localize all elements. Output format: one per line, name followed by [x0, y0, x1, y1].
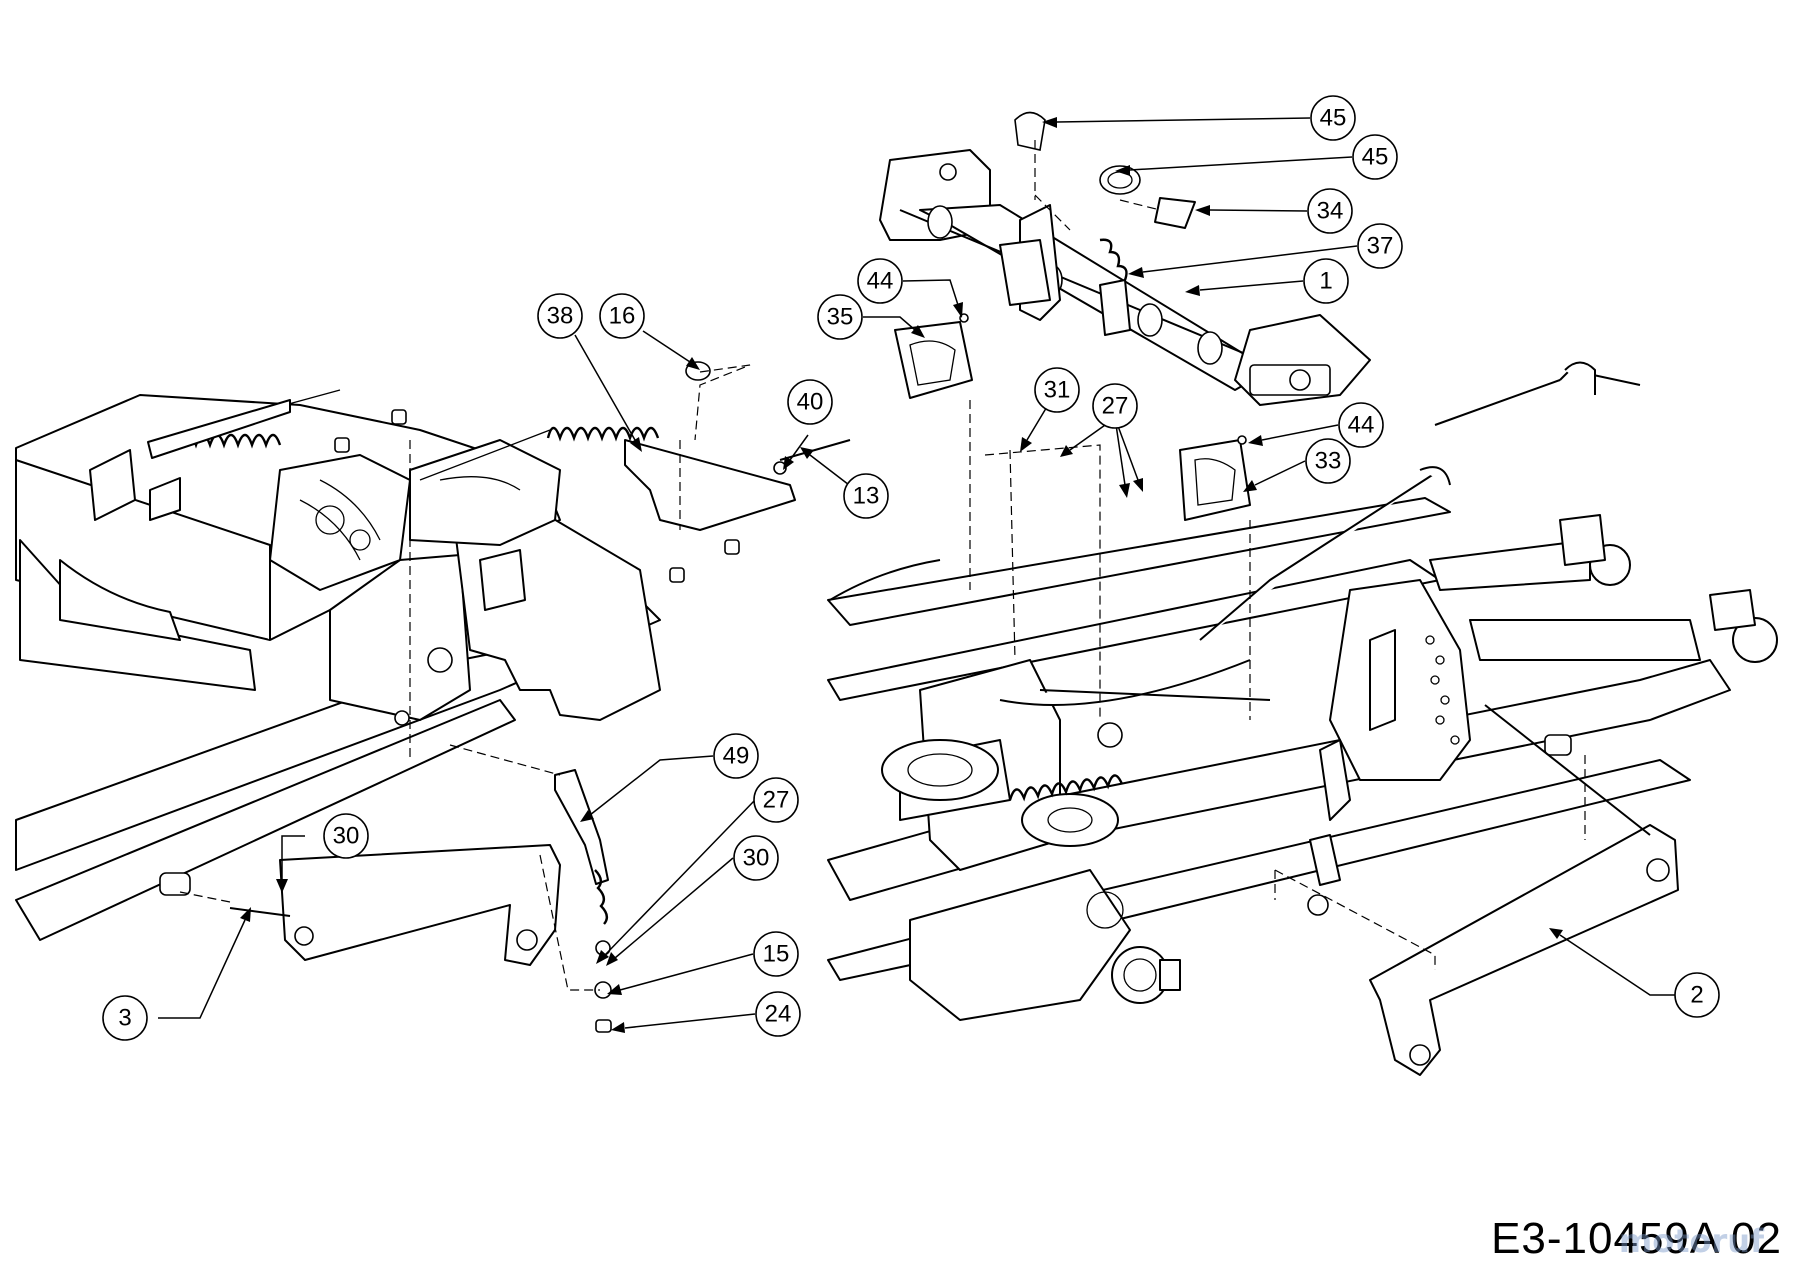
center-spring — [1008, 722, 1124, 802]
svg-text:34: 34 — [1317, 198, 1344, 225]
svg-text:45: 45 — [1320, 105, 1347, 132]
callout-45-second: 45 — [1352, 134, 1398, 180]
callout-38: 38 — [537, 293, 583, 339]
callout-44-upper: 44 — [857, 258, 903, 304]
svg-text:24: 24 — [765, 1001, 792, 1028]
callout-3: 3 — [102, 995, 148, 1041]
svg-text:13: 13 — [853, 483, 880, 510]
svg-text:38: 38 — [547, 303, 574, 330]
callout-2: 2 — [1674, 972, 1720, 1018]
assembly-dashed-lines — [179, 140, 1586, 991]
small-parts-top — [1014, 111, 1196, 281]
svg-text:44: 44 — [867, 268, 894, 295]
arm-3 — [159, 844, 561, 966]
shaft-1 — [879, 149, 1371, 406]
callout-24: 24 — [755, 991, 801, 1037]
callout-40: 40 — [787, 379, 833, 425]
svg-text:27: 27 — [763, 787, 790, 814]
svg-text:3: 3 — [118, 1005, 131, 1032]
arm-2 — [1369, 704, 1679, 1076]
callout-34: 34 — [1307, 188, 1353, 234]
svg-text:35: 35 — [827, 304, 854, 331]
svg-text:49: 49 — [723, 743, 750, 770]
svg-text:40: 40 — [797, 389, 824, 416]
callout-27-right: 27 — [1092, 383, 1138, 429]
plate-holes — [1425, 635, 1460, 745]
callout-45-top: 45 — [1310, 95, 1356, 141]
svg-text:37: 37 — [1367, 233, 1394, 260]
covers-35-33 — [894, 313, 1251, 521]
svg-text:1: 1 — [1319, 268, 1332, 295]
callout-15: 15 — [753, 931, 799, 977]
watermark-logo: motoruf — [1618, 1222, 1764, 1260]
callout-leaders — [158, 117, 1675, 1033]
bracket-40 — [624, 439, 851, 531]
svg-text:2: 2 — [1690, 982, 1703, 1009]
left-frame-assembly — [15, 394, 661, 941]
callout-16: 16 — [599, 293, 645, 339]
spring-38-pair — [147, 389, 660, 481]
svg-text:30: 30 — [333, 823, 360, 850]
callout-27-left: 27 — [753, 777, 799, 823]
svg-text:27: 27 — [1102, 393, 1129, 420]
callout-35: 35 — [817, 294, 863, 340]
callout-31: 31 — [1034, 367, 1080, 413]
svg-text:31: 31 — [1044, 377, 1071, 404]
left-small-fasteners — [334, 361, 740, 583]
callout-37: 37 — [1357, 223, 1403, 269]
callout-30-left: 30 — [323, 813, 369, 859]
callout-44-lower: 44 — [1338, 402, 1384, 448]
svg-text:44: 44 — [1348, 412, 1375, 439]
rods — [829, 361, 1641, 706]
link-49 — [554, 769, 612, 1033]
svg-text:15: 15 — [763, 941, 790, 968]
callout-49: 49 — [713, 733, 759, 779]
callout-1: 1 — [1303, 258, 1349, 304]
svg-text:30: 30 — [743, 845, 770, 872]
link-right — [1307, 739, 1351, 916]
callout-30-right: 30 — [733, 835, 779, 881]
callout-13: 13 — [843, 473, 889, 519]
callout-33: 33 — [1305, 438, 1351, 484]
svg-text:16: 16 — [609, 303, 636, 330]
svg-text:45: 45 — [1362, 144, 1389, 171]
drawing-code: E3-10459A 02 — [1491, 1214, 1782, 1263]
svg-text:33: 33 — [1315, 448, 1342, 475]
